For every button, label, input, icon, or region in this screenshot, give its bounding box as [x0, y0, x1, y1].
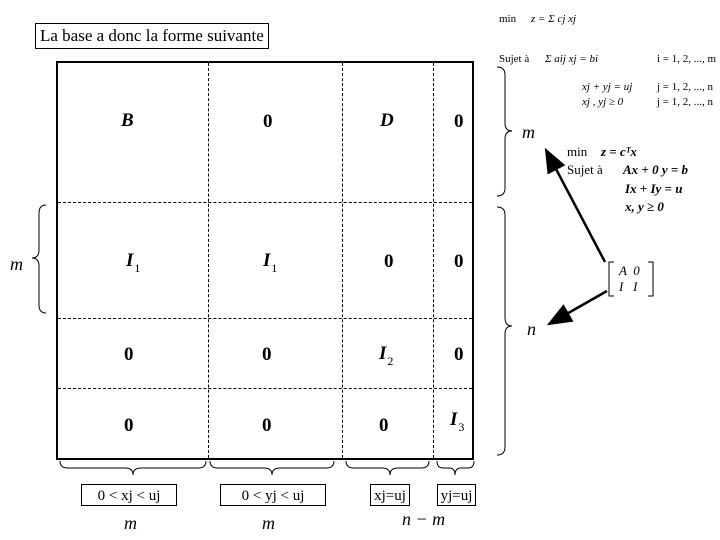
block-matrix-row-1: A 0: [619, 263, 640, 278]
constraint-box-y-at-bound: yj=uj: [437, 484, 476, 506]
bottom-label-m: m: [124, 513, 137, 533]
right-label-m: m: [522, 122, 535, 142]
cell-zero: 0: [454, 111, 464, 132]
left-brace: [31, 204, 47, 314]
cell-zero: 0: [124, 344, 134, 365]
cell-zero: 0: [454, 344, 464, 365]
cell-zero: 0: [263, 111, 273, 132]
lp-general-objective: z = Σ cj xj: [531, 13, 577, 25]
cell-zero: 0: [262, 344, 272, 365]
column-divider: [433, 63, 434, 458]
bottom-brace: [436, 460, 475, 476]
lp-matrix-objective: z = cᵀx: [601, 144, 637, 159]
lp-general-constraint-1: Σ aij xj = bi: [545, 53, 599, 65]
cell-identity-2: I2: [379, 343, 394, 368]
row-divider: [58, 388, 472, 389]
lp-matrix-nonneg: x, y ≥ 0: [625, 199, 664, 214]
row-divider: [58, 318, 472, 319]
constraint-box-x-at-bound: xj=uj: [370, 484, 410, 506]
cell-identity-1: I1: [263, 250, 278, 275]
lp-general-constraint-2: xj + yj = uj: [582, 81, 633, 93]
left-label-m: m: [10, 254, 23, 274]
cell-zero: 0: [124, 415, 134, 436]
cell-identity-3: I3: [450, 409, 465, 434]
bottom-brace: [209, 460, 335, 476]
arrow-to-lp-form: [544, 147, 607, 263]
arrow-to-n: [546, 289, 608, 326]
lp-matrix-min: min: [567, 144, 588, 159]
cell-B: B: [121, 110, 134, 131]
diagram-title: La base a donc la forme suivante: [35, 23, 269, 49]
lp-general-nonneg-index: j = 1, 2, ..., n: [657, 96, 714, 108]
lp-general-nonneg: xj , yj ≥ 0: [582, 96, 624, 108]
bottom-label-m: m: [262, 513, 275, 533]
row-divider: [58, 202, 472, 203]
right-brace: [496, 206, 513, 456]
block-matrix-row-2: I I: [619, 279, 638, 294]
lp-matrix-constraint-2: Ix + Iy = u: [625, 181, 683, 196]
cell-D: D: [380, 110, 394, 131]
lp-matrix-sujet: Sujet à: [567, 162, 603, 177]
cell-zero: 0: [379, 415, 389, 436]
block-matrix-bracket: [648, 261, 654, 297]
bottom-brace: [59, 460, 207, 476]
constraint-box-y-bounded: 0 < yj < uj: [220, 484, 326, 506]
basis-matrix: [56, 61, 474, 460]
lp-general-sujet: Sujet à: [499, 53, 530, 65]
bottom-brace: [345, 460, 430, 476]
block-matrix-bracket: [608, 261, 614, 297]
right-brace: [496, 66, 513, 197]
cell-zero: 0: [454, 251, 464, 272]
column-divider: [342, 63, 343, 458]
right-label-n: n: [527, 319, 536, 339]
lp-matrix-constraint-1: Ax + 0 y = b: [623, 162, 689, 177]
lp-general-min: min: [499, 13, 517, 25]
cell-identity-1: I1: [126, 250, 141, 275]
constraint-box-x-bounded: 0 < xj < uj: [81, 484, 177, 506]
cell-zero: 0: [384, 251, 394, 272]
lp-general-constraint-1-index: i = 1, 2, ..., m: [657, 53, 717, 65]
bottom-label-n-minus-m: n − m: [402, 509, 446, 529]
lp-general-constraint-2-index: j = 1, 2, ..., n: [657, 81, 714, 93]
column-divider: [208, 63, 209, 458]
cell-zero: 0: [262, 415, 272, 436]
